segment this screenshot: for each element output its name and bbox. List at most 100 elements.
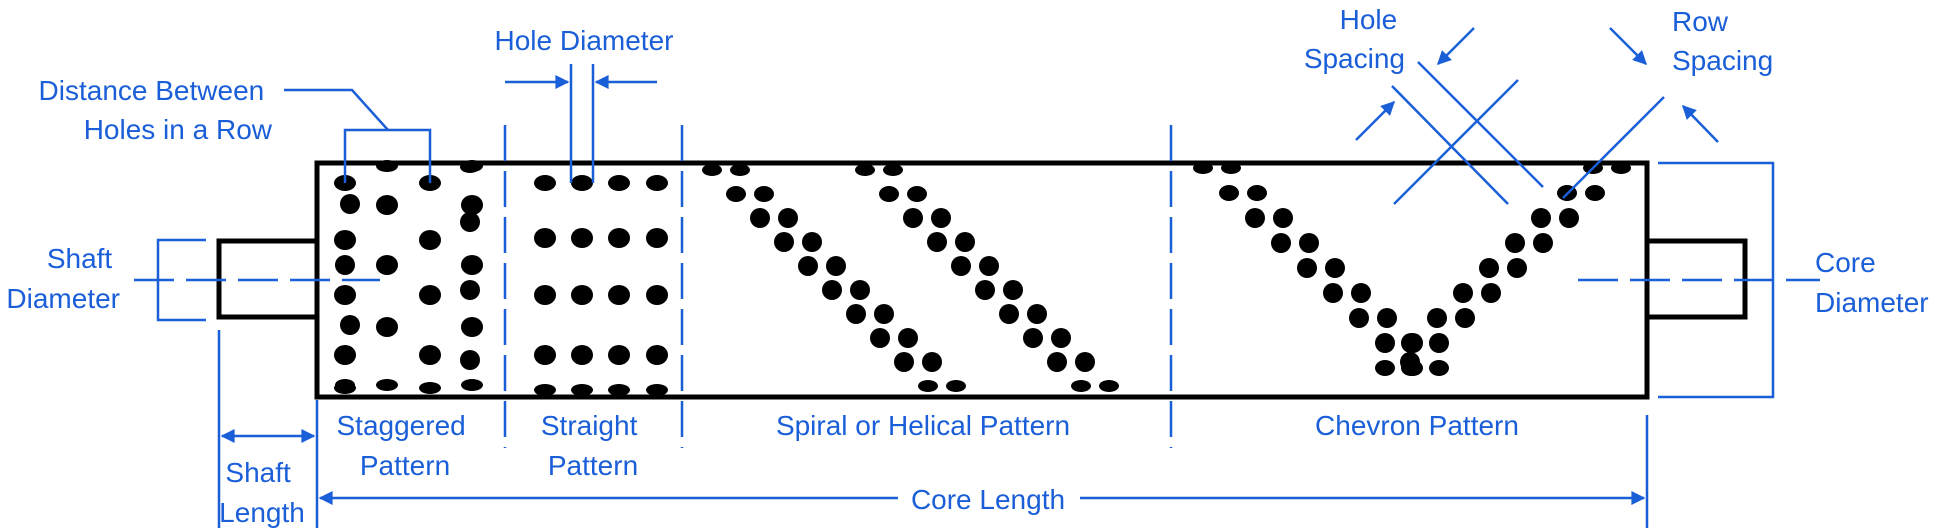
hole (822, 280, 842, 300)
hole-spacing-label: Hole Spacing (1304, 4, 1405, 74)
row-spacing-line (1562, 96, 1665, 199)
hole (608, 228, 630, 248)
hole (931, 208, 951, 228)
hole (1559, 208, 1579, 228)
hole-spacing-arrow-bottom (1355, 101, 1395, 141)
hole (608, 175, 630, 191)
hole (802, 232, 822, 252)
hole (894, 352, 914, 372)
hole (1027, 304, 1047, 324)
hole (376, 195, 398, 215)
hole (571, 228, 593, 248)
hole (750, 208, 770, 228)
hole (461, 255, 483, 275)
chevron-pattern-label: Chevron Pattern (1315, 410, 1519, 441)
hole (1479, 258, 1499, 278)
hole (754, 186, 774, 202)
hole (571, 285, 593, 305)
hole (461, 379, 483, 391)
hole (1325, 258, 1345, 278)
core-length-label: Core Length (911, 484, 1065, 515)
hole (1099, 380, 1119, 392)
hole (1349, 308, 1369, 328)
core-diameter-label: Core Diameter (1815, 247, 1929, 318)
hole (879, 186, 899, 202)
hole (730, 164, 750, 176)
hole (608, 345, 630, 365)
hole (726, 186, 746, 202)
hole (975, 280, 995, 300)
hole (1299, 233, 1319, 253)
hole (1377, 308, 1397, 328)
hole (534, 175, 556, 191)
hole (334, 230, 356, 250)
hole (1429, 360, 1449, 376)
hole (571, 384, 593, 396)
hole (608, 285, 630, 305)
hole (1505, 233, 1525, 253)
hole (955, 232, 975, 252)
hole (376, 317, 398, 337)
staggered-pattern-label: Staggered Pattern (337, 410, 474, 481)
hole (1585, 185, 1605, 201)
hole (922, 352, 942, 372)
hole (798, 256, 818, 276)
hole (1531, 208, 1551, 228)
distance-between-holes-bracket (343, 128, 432, 183)
hole (461, 195, 483, 215)
hole (1427, 308, 1447, 328)
hole (979, 256, 999, 276)
hole-spacing-line (1391, 85, 1509, 205)
hole (646, 228, 668, 248)
hole (951, 256, 971, 276)
hole (1051, 328, 1071, 348)
hole (1221, 162, 1241, 174)
hole (1429, 333, 1449, 353)
hole (646, 384, 668, 396)
hole (534, 345, 556, 365)
chevron-guide-a (1417, 61, 1544, 188)
hole (534, 384, 556, 396)
hole (419, 345, 441, 365)
hole (999, 304, 1019, 324)
hole (1611, 162, 1631, 174)
hole (874, 304, 894, 324)
hole (460, 212, 480, 232)
hole (419, 285, 441, 305)
hole (1401, 333, 1421, 353)
hole (1375, 360, 1395, 376)
hole (1481, 283, 1501, 303)
distance-between-holes-leader (284, 88, 389, 131)
hole (1219, 185, 1239, 201)
straight-pattern-label: Straight Pattern (541, 410, 645, 481)
hole (1271, 233, 1291, 253)
hole (855, 164, 875, 176)
shaft-length-label: Shaft Length (219, 457, 305, 528)
hole (883, 164, 903, 176)
hole (1075, 352, 1095, 372)
hole-diameter-label: Hole Diameter (495, 25, 674, 56)
hole (571, 175, 593, 191)
row-spacing-arrow-top (1609, 27, 1647, 65)
hole (774, 232, 794, 252)
hole-dots (334, 160, 1631, 396)
row-spacing-arrow-bottom (1682, 104, 1719, 143)
hole (946, 380, 966, 392)
hole (419, 382, 441, 394)
shaft-diameter-label: Shaft Diameter (6, 243, 120, 314)
hole (907, 186, 927, 202)
hole (335, 255, 355, 275)
hole (1351, 283, 1371, 303)
hole (927, 232, 947, 252)
hole (334, 285, 356, 305)
hole (1507, 258, 1527, 278)
spiral-pattern-label: Spiral or Helical Pattern (776, 410, 1070, 441)
hole (826, 256, 846, 276)
hole (1273, 208, 1293, 228)
row-spacing-label: Row Spacing (1672, 6, 1773, 76)
hole (1003, 280, 1023, 300)
hole (1400, 352, 1420, 372)
hole (571, 345, 593, 365)
core-diameter-bracket (1658, 161, 1775, 399)
hole (1455, 308, 1475, 328)
